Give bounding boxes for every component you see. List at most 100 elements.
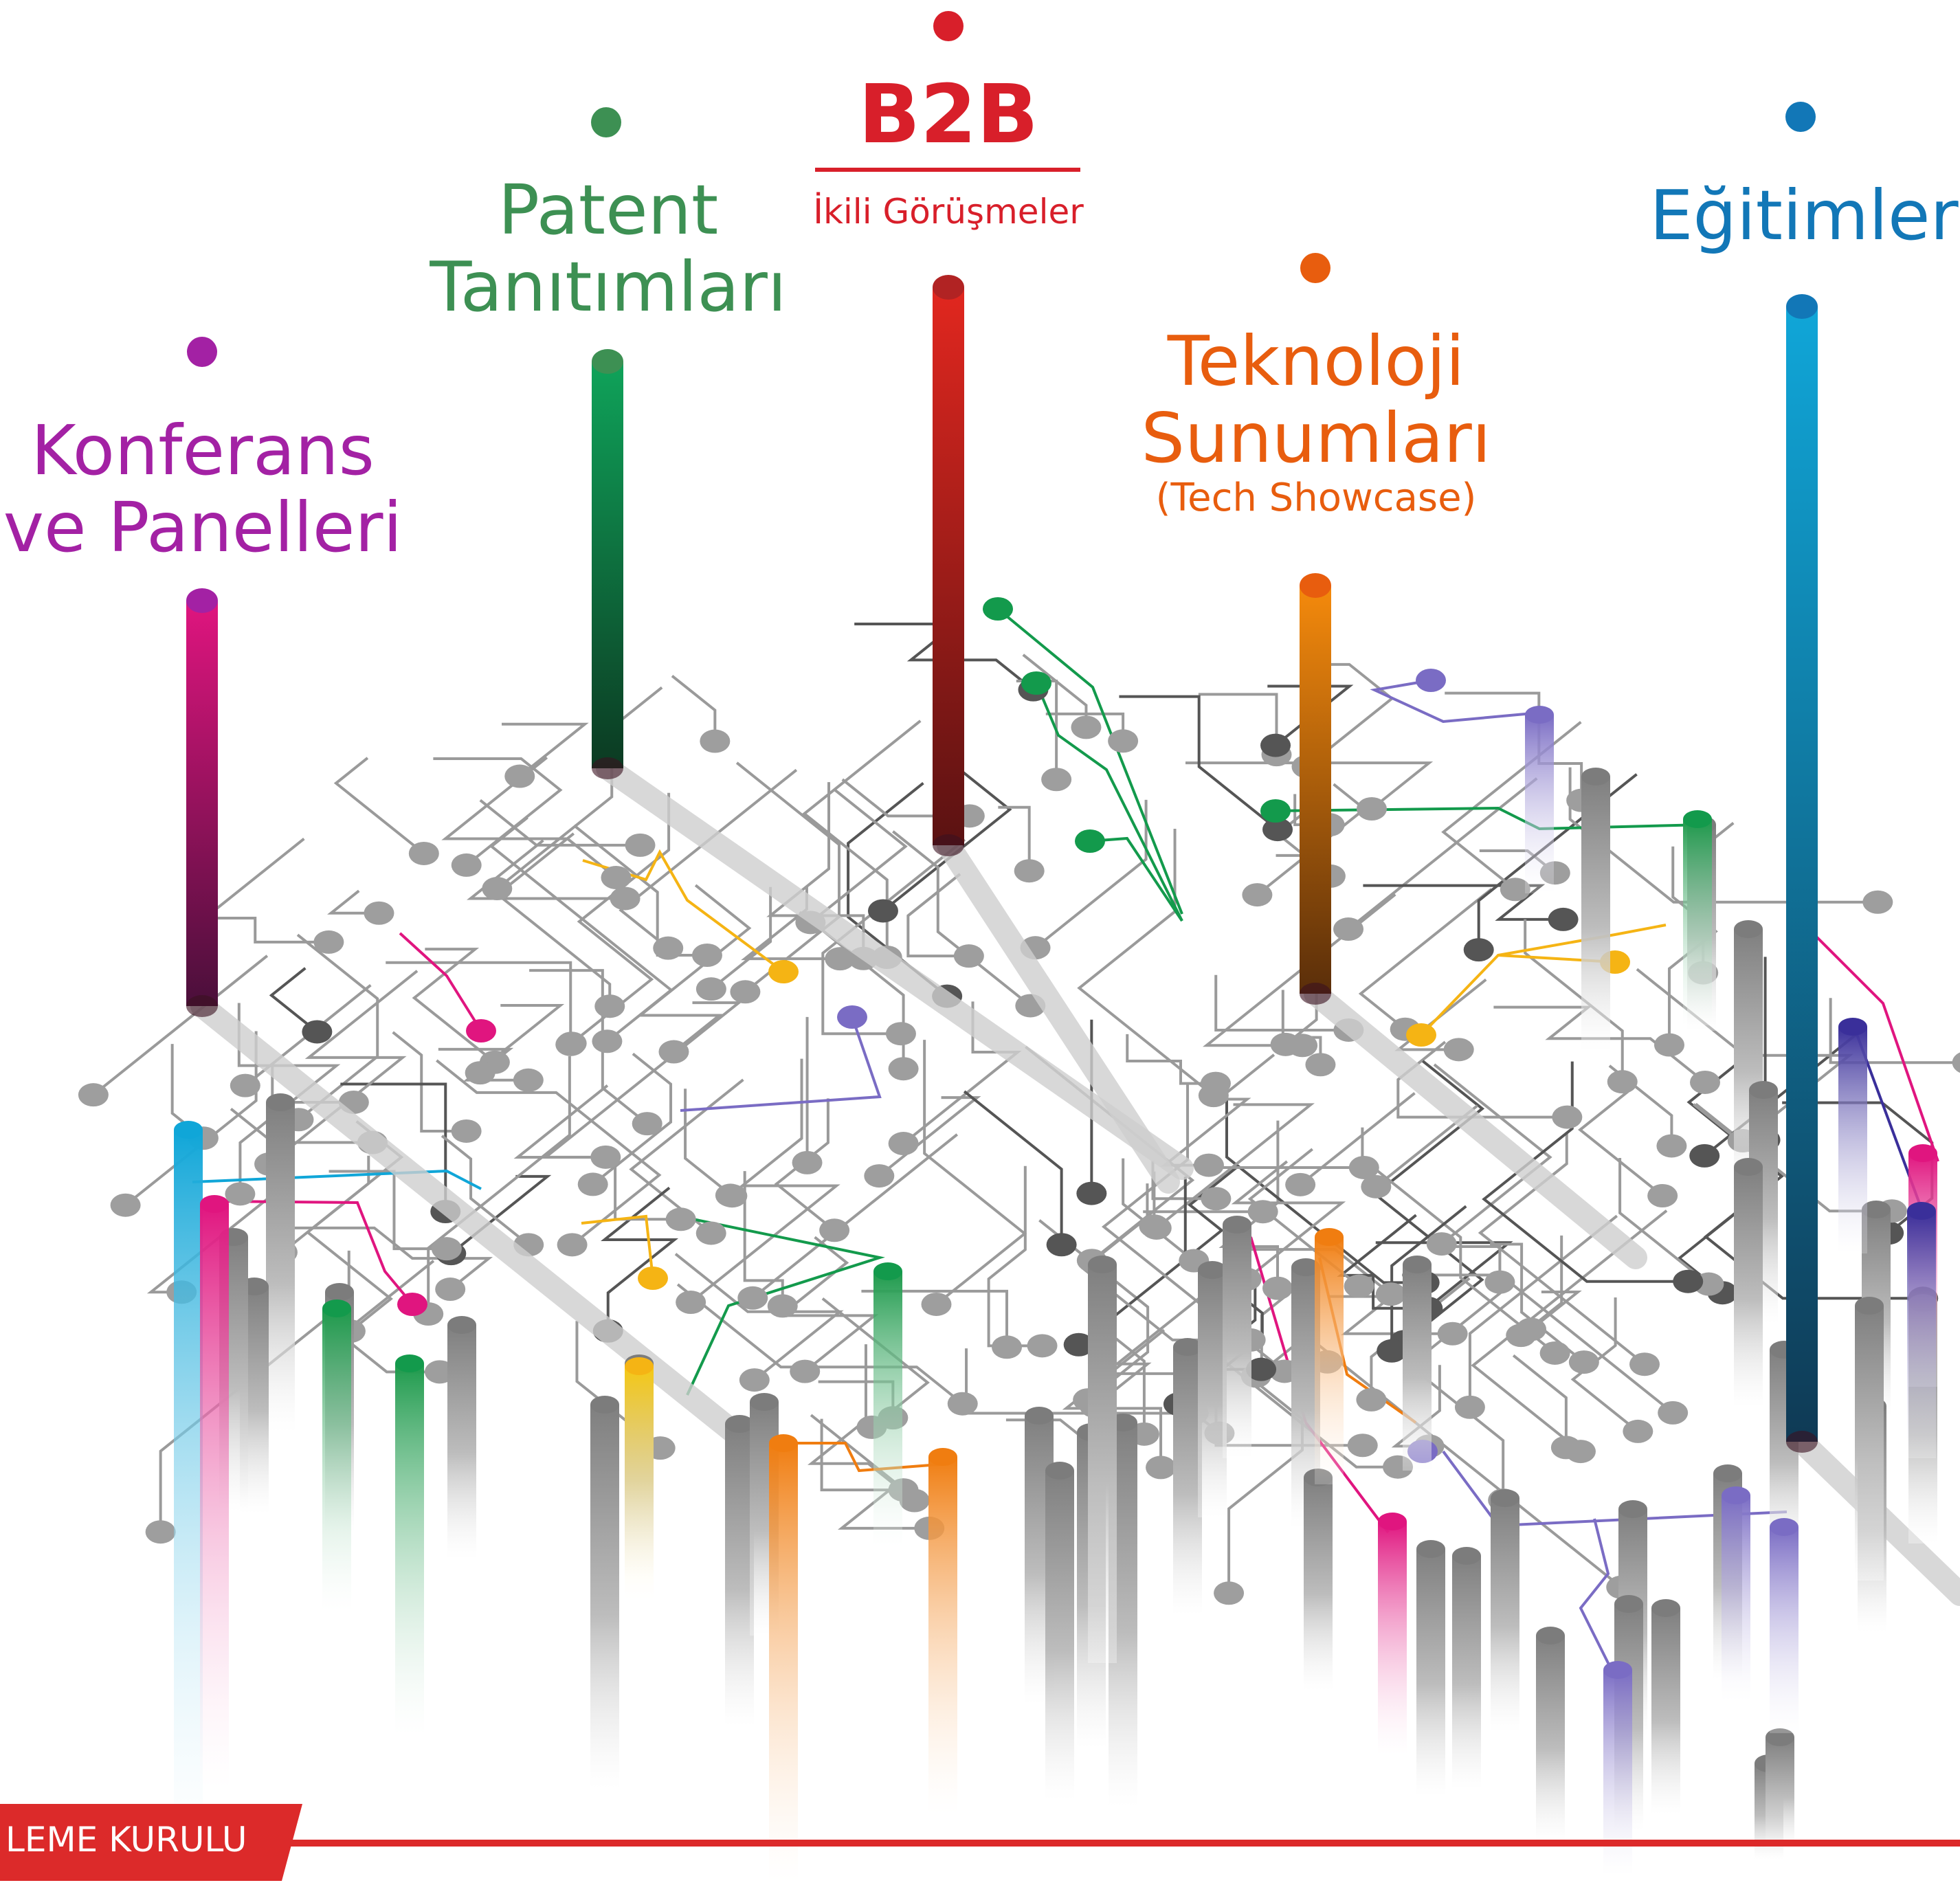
circuit-pillar-cap [447, 1316, 476, 1334]
circuit-pillar-cap [1770, 1518, 1798, 1536]
circuit-trace [710, 886, 772, 990]
circuit-trace [629, 1078, 744, 1235]
patent-line2: Tanıtımları [430, 247, 787, 327]
circuit-trace [963, 1090, 1063, 1245]
pillar-shadows [190, 757, 1960, 1606]
circuit-trace [1568, 767, 1878, 904]
main-pillar-base [933, 834, 964, 856]
patent-label: Patent Tanıtımları [426, 172, 790, 326]
pillar-shadow [1304, 982, 1647, 1269]
circuit-node [1146, 1456, 1177, 1480]
circuit-pillar-cap [1907, 1202, 1936, 1220]
teknoloji-line1: Teknoloji [1167, 321, 1465, 401]
circuit-pillar [447, 1325, 476, 1559]
b2b-subtitle: İkili Görüşmeler [813, 192, 1084, 232]
circuit-trace [427, 1056, 571, 1315]
circuit-node [1653, 1033, 1684, 1057]
circuit-trace [592, 1052, 673, 1185]
konferans-dot [187, 337, 217, 367]
circuit-node [888, 1132, 919, 1156]
circuit-node [1952, 1052, 1960, 1073]
circuit-trace [684, 1089, 733, 1197]
circuit-pillar [1452, 1556, 1481, 1789]
circuit-trace [923, 1040, 1027, 1306]
circuit-trace-colored [1035, 682, 1183, 922]
circuit-trace-colored [1370, 679, 1533, 724]
main-pillar [933, 287, 964, 845]
circuit-node [1568, 1350, 1599, 1374]
circuit-trace [436, 1059, 662, 1246]
circuit-trace [333, 757, 425, 855]
circuit-pillar [1722, 1495, 1750, 1702]
main-pillar-cap [186, 588, 218, 613]
circuit-node [1193, 1153, 1224, 1177]
circuit-node [1076, 1181, 1107, 1205]
b2b-divider [815, 168, 1080, 172]
circuit-pillar [769, 1443, 798, 1883]
circuit-pillar-cap [200, 1195, 229, 1213]
circuit-pillar [725, 1424, 754, 1726]
circuit-pillar-cap [1088, 1256, 1117, 1273]
circuit-trace [998, 805, 1031, 871]
circuit-pillar-cap [928, 1448, 957, 1466]
circuit-trace [1433, 1063, 1552, 1245]
circuit-trace [752, 1133, 959, 1300]
circuit-traces [92, 607, 1960, 1677]
circuit-pillar-cap [266, 1093, 295, 1111]
circuit-node [1552, 1105, 1583, 1129]
circuit-pillar-cap [1855, 1297, 1884, 1315]
circuit-trace [854, 623, 1034, 691]
circuit-trace [892, 830, 1032, 1007]
circuit-node [1361, 1174, 1392, 1198]
circuit-pillar [322, 1308, 351, 1611]
main-pillar [186, 601, 218, 1006]
circuit-pillar-cap [1683, 810, 1712, 828]
circuit-trace [573, 824, 707, 957]
circuit-node [577, 1172, 608, 1196]
patent-line1: Patent [498, 170, 719, 250]
patent-dot [591, 107, 621, 137]
circuit-pillar [1173, 1347, 1202, 1615]
circuit-node [658, 1040, 689, 1064]
circuit-node [1246, 1357, 1277, 1381]
circuit-pillar [1045, 1471, 1074, 1800]
circuit-node [864, 1164, 895, 1188]
circuit-pillar-cap [1651, 1599, 1680, 1617]
circuit-trace [92, 955, 269, 1096]
circuit-node [1426, 1232, 1457, 1256]
circuit-node [700, 729, 731, 753]
circuit-node [767, 1294, 798, 1318]
circuit-node [695, 1221, 726, 1245]
circuit-node [665, 1207, 696, 1231]
circuit-node [513, 1068, 544, 1092]
circuit-node-colored [837, 1005, 867, 1029]
circuit-trace [1478, 1133, 1646, 1365]
circuit-nodes [78, 597, 1960, 1605]
main-pillar-cap [1300, 573, 1331, 598]
circuit-node [1071, 715, 1102, 739]
circuit-pillar-cap [1416, 1540, 1445, 1558]
circuit-trace [735, 761, 841, 993]
circuit-trace-colored [783, 1442, 949, 1473]
egitimler-line1: Eğitimler [1649, 175, 1959, 256]
circuit-pillar [1223, 1225, 1251, 1458]
circuit-pillar-cap [625, 1357, 654, 1375]
circuit-node [867, 899, 898, 923]
circuit-trace-colored [581, 1214, 654, 1279]
circuit-trace [1299, 1092, 1416, 1186]
circuit-node [676, 1291, 706, 1315]
circuit-pillar-cap [1045, 1462, 1074, 1480]
circuit-node [1500, 878, 1530, 902]
circuit-node [225, 1182, 256, 1206]
circuit-node [947, 1392, 978, 1416]
circuit-pillar-cap [325, 1283, 354, 1301]
circuit-trace [1214, 974, 1349, 1031]
circuit-node [1375, 1282, 1406, 1306]
circuit-trace [1034, 799, 1148, 949]
circuit-node [730, 980, 761, 1004]
circuit-node [1443, 1038, 1474, 1062]
circuit-node [1262, 818, 1293, 842]
circuit-node [737, 1286, 768, 1310]
circuit-pillar-cap [1908, 1144, 1937, 1162]
main-pillar-base [1300, 983, 1331, 1005]
